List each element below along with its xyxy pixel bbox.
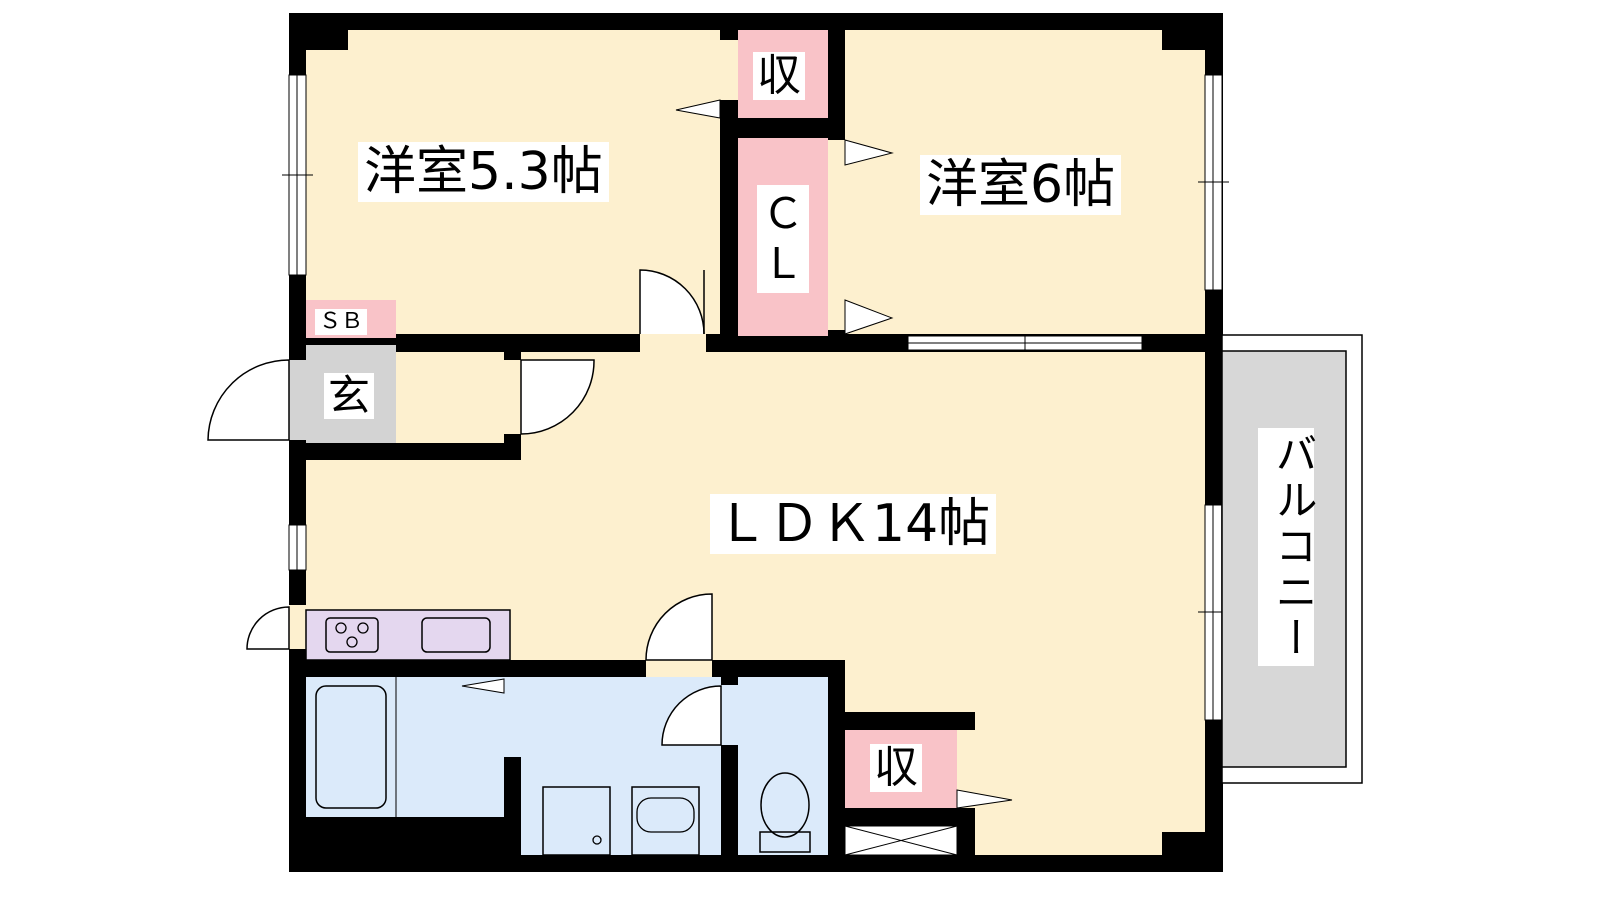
burner-icon: [346, 636, 358, 648]
storage-hatch-cross-2: [844, 825, 958, 856]
bathtub-icon: [315, 685, 387, 809]
door-opening: [828, 140, 845, 330]
door-opening: [720, 40, 738, 100]
ldk-label: ＬＤＫ14帖: [710, 494, 997, 554]
door-swing: [645, 593, 713, 661]
storage-bottom-label: 収: [870, 744, 922, 792]
stove-icon: [325, 617, 379, 653]
folding-door: [675, 99, 721, 119]
bathroom-floor: [306, 677, 504, 817]
folding-door: [461, 678, 505, 694]
closet-label: ＣＬ: [757, 185, 809, 293]
western-room-b-label: 洋室6帖: [920, 155, 1122, 215]
balcony-floor: [1221, 350, 1347, 768]
door-opening: [646, 660, 712, 677]
door-opening: [289, 360, 306, 440]
folding-door: [956, 789, 1013, 809]
hall-floor: [396, 352, 504, 443]
door-opening: [640, 334, 706, 352]
drain-icon: [592, 835, 602, 845]
door-swing: [639, 269, 705, 335]
burner-icon: [335, 622, 347, 634]
ldk-floor: [306, 352, 1205, 855]
folding-door: [844, 299, 894, 335]
washer-space-icon: [542, 786, 611, 856]
balcony-label: バルコニー: [1258, 428, 1318, 666]
door-opening: [289, 605, 306, 649]
folding-door: [844, 139, 894, 166]
shoe-box-label: ＳＢ: [315, 309, 368, 335]
door-swing: [207, 359, 290, 441]
toilet-tank-icon: [759, 831, 811, 853]
door-opening: [957, 730, 975, 808]
column: [1162, 30, 1205, 50]
basin-icon: [636, 797, 695, 833]
door-swing: [661, 685, 722, 746]
door-swing: [520, 359, 595, 435]
door-swing: [246, 606, 290, 650]
sink-icon: [421, 617, 491, 653]
vanity-icon: [631, 786, 700, 856]
door-opening: [721, 685, 738, 745]
toilet-bowl-icon: [760, 772, 810, 838]
storage-top-label: 収: [753, 52, 805, 100]
door-opening: [504, 360, 521, 434]
burner-icon: [357, 622, 369, 634]
door-opening: [504, 677, 521, 757]
western-room-a-label: 洋室5.3帖: [358, 142, 609, 202]
column: [306, 30, 348, 50]
toilet-floor: [738, 677, 828, 855]
entrance-label: 玄: [324, 373, 375, 419]
column: [1162, 832, 1205, 855]
